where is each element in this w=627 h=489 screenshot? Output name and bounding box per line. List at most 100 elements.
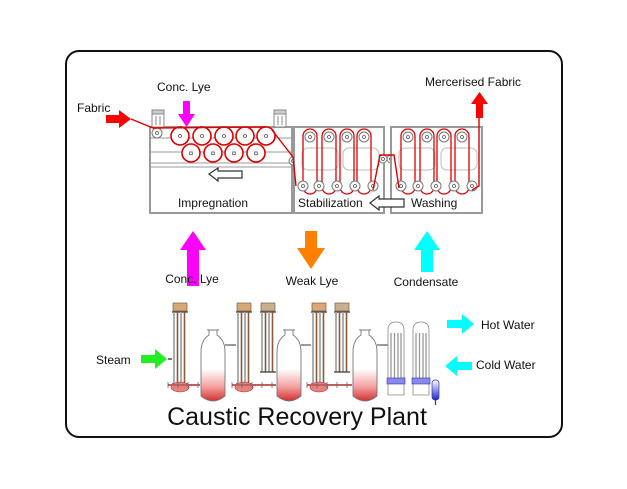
roller-icon: [323, 131, 335, 143]
roller-hub: [470, 184, 474, 188]
fabric-label: Fabric: [77, 101, 110, 115]
steam-label: Steam: [96, 353, 131, 367]
conc-lye-top-label: Conc. Lye: [157, 80, 211, 94]
hot-water-arrow-icon: [447, 314, 474, 334]
vessel-body: [352, 329, 378, 402]
roller-hub: ¤: [189, 149, 194, 158]
roller-hub: [327, 135, 331, 139]
cooling-water-band: [386, 377, 406, 385]
roller-icon: [358, 131, 370, 143]
cooling-water-band: [411, 377, 431, 385]
roller-hub: [222, 134, 226, 138]
flow-conc-lye: Conc. Lye: [165, 231, 219, 286]
roller-hub: [243, 134, 247, 138]
roller-hub: [399, 184, 403, 188]
roller-icon: [214, 126, 234, 146]
roller-hub: ¤: [232, 149, 237, 158]
exchanger-head: [311, 302, 327, 312]
left-flow-arrow-icon: [207, 166, 243, 183]
roller-icon: [367, 180, 379, 192]
roller-hub: [442, 135, 446, 139]
heat-exchanger: [311, 302, 327, 385]
fabric-loop: [436, 128, 452, 195]
roller-icon: [456, 131, 468, 143]
fabric-loop: [356, 128, 372, 195]
cold-water-arrow-icon: [445, 356, 472, 376]
cold-water-label: Cold Water: [476, 358, 536, 372]
flow-weak-lye: Weak Lye: [286, 231, 339, 288]
roller-hub: [460, 135, 464, 139]
roller-hub: [345, 135, 349, 139]
cold-water-input: Cold Water: [445, 356, 536, 376]
fabric-path-exit: [471, 118, 480, 191]
stage-label-stabilization: Stabilization: [298, 196, 363, 210]
separator-vessel: [276, 329, 302, 402]
roller-hub: [264, 134, 268, 138]
roller-hub: ¤: [254, 149, 259, 158]
roller-icon: [430, 180, 442, 192]
roller-icon: [341, 131, 353, 143]
condenser-shell: [412, 321, 430, 396]
roller-icon: [151, 127, 163, 139]
steam-input: Steam: [96, 349, 167, 369]
mercerised-fabric-label: Mercerised Fabric: [425, 75, 521, 89]
roller-hub: [362, 135, 366, 139]
roller-icon: [297, 180, 309, 192]
roller-icon: [304, 131, 316, 143]
fabric-path-transfer: [372, 154, 400, 191]
roller-hub: [178, 134, 182, 138]
heat-exchanger: [236, 302, 252, 385]
plant-title: Caustic Recovery Plant: [167, 403, 427, 431]
condenser: [411, 321, 431, 396]
fabric-in-arrow-icon: [106, 110, 131, 128]
vessel-body: [276, 329, 302, 402]
heat-exchanger: [260, 302, 276, 373]
fabric-loop: [419, 128, 435, 195]
roller-icon: [203, 143, 223, 163]
roller-hub: [425, 135, 429, 139]
condenser-shell: [387, 321, 405, 396]
fabric-input: Fabric: [77, 101, 131, 128]
roller-icon: [256, 126, 276, 146]
washing-rollers: [395, 128, 478, 195]
roller-hub: [335, 184, 339, 188]
conc-lye-up-arrow-icon: [180, 231, 206, 286]
separator-vessel: [200, 329, 226, 402]
vessel-body: [200, 329, 226, 402]
condensate-receiver: [431, 379, 440, 401]
hot-water-label: Hot Water: [481, 318, 535, 332]
roller-icon: [246, 143, 266, 163]
steam-arrow-icon: [141, 349, 167, 369]
counter-flow-arrow-icon: [369, 194, 405, 212]
fabric-loop: [321, 128, 337, 195]
exchanger-head: [334, 302, 350, 312]
flow-label-condensate: Condensate: [394, 275, 459, 289]
roller-hub: [200, 134, 204, 138]
roller-icon: [331, 180, 343, 192]
roller-hub: [381, 157, 385, 161]
separator-vessel: [352, 329, 378, 402]
roller-hub: [301, 184, 305, 188]
condenser: [386, 321, 406, 396]
exchanger-head: [172, 302, 188, 312]
motor-icon: [273, 109, 287, 128]
liquor-sump: [234, 381, 254, 393]
conc-lye-down-arrow-icon: [178, 101, 195, 127]
roller-hub: [416, 184, 420, 188]
condensate-up-arrow-icon: [414, 231, 440, 272]
heat-exchanger: [334, 302, 350, 373]
roller-icon: [224, 143, 244, 163]
roller-hub: [155, 131, 159, 135]
roller-icon: [181, 143, 201, 163]
roller-hub: [353, 184, 357, 188]
hot-water-output: Hot Water: [447, 314, 535, 334]
fabric-loop: [339, 128, 355, 195]
roller-hub: [406, 135, 410, 139]
heat-exchanger: [172, 302, 188, 385]
fabric-path: [130, 118, 480, 191]
roller-icon: [235, 126, 255, 146]
roller-icon: [402, 131, 414, 143]
roller-icon: [421, 131, 433, 143]
roller-icon: [438, 131, 450, 143]
roller-icon: [192, 126, 212, 146]
